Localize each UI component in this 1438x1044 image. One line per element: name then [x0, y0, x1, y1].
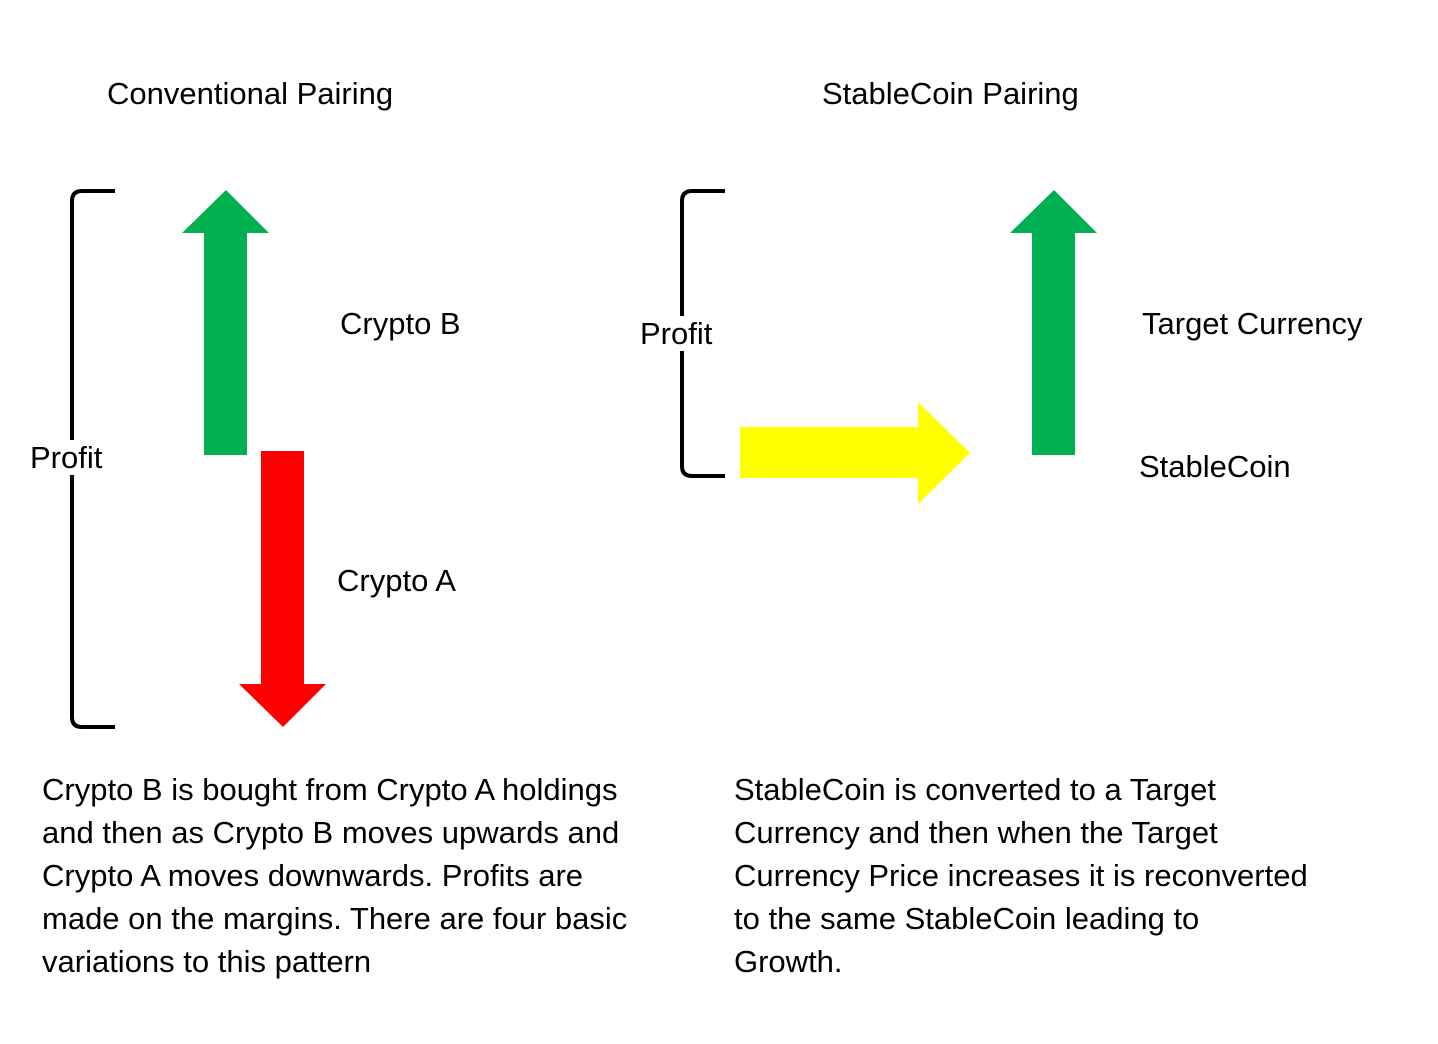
description-line: variations to this pattern [42, 944, 372, 979]
description-line: to the same StableCoin leading to [734, 901, 1200, 936]
stablecoin-label: StableCoin [1139, 449, 1291, 484]
crypto-a-down-arrow [239, 451, 326, 727]
description-line: StableCoin is converted to a Target [734, 772, 1216, 807]
description-line: Growth. [734, 944, 843, 979]
stablecoin-pairing-description: StableCoin is converted to a Target Curr… [734, 768, 1308, 983]
crypto-a-label: Crypto A [337, 563, 456, 598]
description-line: Currency Price increases it is reconvert… [734, 858, 1308, 893]
conventional-pairing-title: Conventional Pairing [107, 76, 394, 111]
crypto-b-label: Crypto B [340, 306, 461, 341]
right-profit-label: Profit [640, 316, 713, 351]
description-line: Crypto A moves downwards. Profits are [42, 858, 584, 893]
description-line: made on the margins. There are four basi… [42, 901, 628, 936]
target-currency-up-arrow [1010, 190, 1097, 455]
description-line: and then as Crypto B moves upwards and [42, 815, 620, 850]
left-profit-label: Profit [30, 440, 103, 475]
conventional-pairing-description: Crypto B is bought from Crypto A holding… [42, 768, 627, 983]
target-currency-label: Target Currency [1142, 306, 1363, 341]
crypto-b-up-arrow [182, 190, 269, 455]
stablecoin-pairing-title: StableCoin Pairing [822, 76, 1079, 111]
description-line: Crypto B is bought from Crypto A holding… [42, 772, 618, 807]
description-line: Currency and then when the Target [734, 815, 1218, 850]
stablecoin-conversion-arrow [740, 402, 970, 504]
